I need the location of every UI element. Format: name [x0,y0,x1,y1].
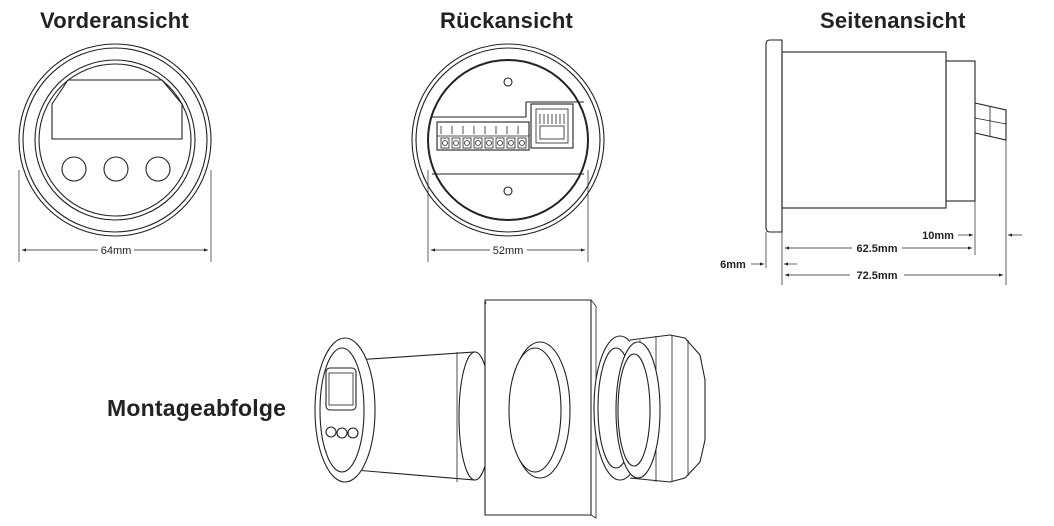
side-dim-72-5mm: 72.5mm [857,270,898,282]
button-3 [145,156,171,182]
rj-jack [530,103,574,149]
mounting-sequence-title: Montageabfolge [107,395,287,421]
side-view-drawing [751,39,1022,285]
side-dim-62-5mm: 62.5mm [857,243,898,255]
button-2 [103,156,129,182]
button-1 [61,156,87,182]
side-view-title: Seitenansicht [820,8,966,33]
front-view-drawing [18,43,212,262]
side-dim-6mm: 6mm [720,259,746,271]
screw-hole-bottom [503,186,513,196]
mounting-sequence-drawing [314,299,706,519]
front-view-title: Vorderansicht [40,8,189,33]
screw-hole-top [503,77,513,87]
back-view-title: Rückansicht [440,8,574,33]
side-dim-10mm: 10mm [922,230,954,242]
front-width-label: 64mm [101,245,132,257]
back-width-label: 52mm [493,245,524,257]
display-window [51,79,183,140]
back-view-drawing [411,43,605,262]
